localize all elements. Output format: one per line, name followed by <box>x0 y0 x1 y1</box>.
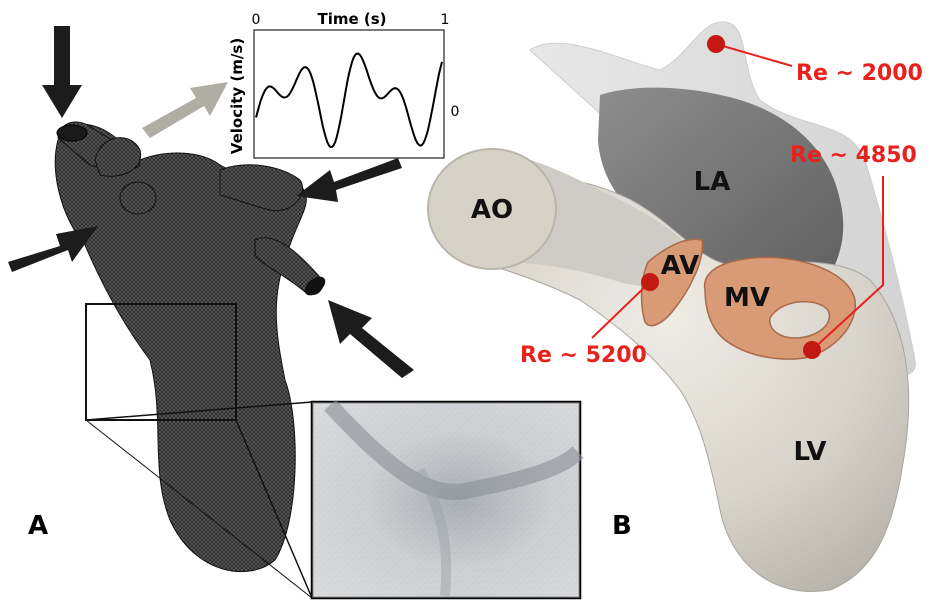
mitral-valve <box>703 256 856 360</box>
inset-ylabel: Velocity (m/s) <box>228 38 246 154</box>
inflow-arrow-top <box>42 26 82 118</box>
re-label-pulmonary-vein: Re ~ 2000 <box>796 61 923 86</box>
inset-y-tick-zero: 0 <box>451 104 460 120</box>
inset-x-tick-end: 1 <box>441 12 450 28</box>
panel-b: AO LA AV MV LV Re ~ 2000 Re ~ 4850 Re ~ … <box>427 21 923 592</box>
panel-letter-b: B <box>612 511 632 541</box>
panel-a: Time (s) 0 1 0 Velocity (m/s) A <box>8 10 584 600</box>
mesh-zoom-inset <box>310 399 584 600</box>
zoom-line-top <box>85 401 313 421</box>
label-aorta: AO <box>471 195 513 225</box>
aorta-opening <box>56 124 88 142</box>
re-label-left-ventricle: Re ~ 4850 <box>790 143 917 168</box>
zoom-line-bottom <box>235 419 313 599</box>
re-label-aortic-valve: Re ~ 5200 <box>520 343 647 368</box>
heart-mesh <box>54 123 307 573</box>
inset-xlabel: Time (s) <box>317 10 386 28</box>
velocity-inset-plot: Time (s) 0 1 0 Velocity (m/s) <box>228 10 460 159</box>
inflow-arrow-right-lower <box>328 300 414 378</box>
pulmonary-vein-lower-opening <box>304 276 326 296</box>
inset-x-tick-start: 0 <box>252 12 261 28</box>
inflow-arrow-left <box>8 226 98 272</box>
zoom-line-left <box>85 419 313 599</box>
zoom-box <box>85 303 237 421</box>
label-left-atrium: LA <box>694 167 731 197</box>
pulmonary-vein-stub <box>119 181 157 215</box>
left-atrium <box>598 87 844 294</box>
re-marker-aortic-valve: Re ~ 5200 <box>520 273 659 368</box>
panel-letter-a: A <box>28 511 48 541</box>
inflow-arrow-right-upper <box>296 158 402 202</box>
outflow-arrow <box>142 82 228 138</box>
pulmonary-vein-right-mesh <box>219 164 304 212</box>
re-marker-pulmonary-vein: Re ~ 2000 <box>707 35 923 86</box>
label-aortic-valve: AV <box>661 251 699 281</box>
aorta-cross-section <box>427 148 557 270</box>
label-left-ventricle: LV <box>793 437 826 467</box>
label-mitral-valve: MV <box>724 283 770 313</box>
re-marker-left-ventricle: Re ~ 4850 <box>790 143 917 359</box>
left-atrial-appendage-mesh <box>94 137 142 177</box>
aortic-valve <box>640 238 704 327</box>
velocity-waveform-line <box>255 52 443 148</box>
